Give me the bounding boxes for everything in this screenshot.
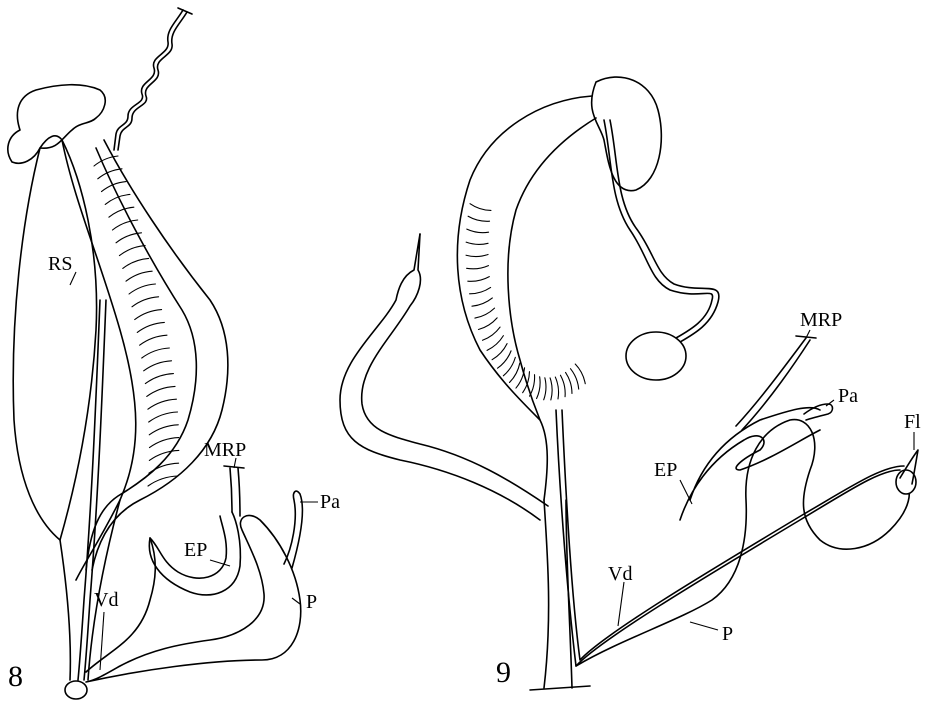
gland-fold [148,476,178,486]
fig8-retractor [230,468,240,516]
gland-fold [119,246,145,256]
gland-fold [503,357,515,375]
gland-fold [470,204,491,211]
fig8-label-ep: EP [184,539,207,561]
gland-fold [468,277,490,282]
fig8-vd-leader [100,612,104,670]
gland-fold [466,254,488,256]
gland-fold [145,374,173,384]
gland-fold [126,271,152,281]
fig8-appendix [284,491,302,568]
fig8-rs-inner [62,140,136,580]
fig8-spermoviduct-outer [92,140,228,570]
gland-fold [149,412,178,422]
fig9-bursa [626,332,686,380]
fig9-appendix [804,404,833,420]
gland-fold [144,361,172,371]
gland-fold [466,242,488,244]
fig9-vd-leader [618,582,624,626]
fig9-label-pa: Pa [838,385,858,407]
gland-fold [468,216,489,221]
fig8-label-rs: RS [48,253,72,275]
gland-fold [487,336,503,351]
fig9-left-duct [340,234,540,520]
gland-fold [148,399,177,409]
gland-fold [560,375,565,397]
gland-fold [94,156,118,166]
fig8-p-leader [292,598,300,604]
fig8-label-p: P [306,591,317,613]
figure-9-drawing: MRP Pa Fl EP Vd P 9 [340,77,921,690]
gland-fold [478,318,497,330]
gland-fold [98,169,122,179]
fig9-label-vd: Vd [608,563,632,585]
fig9-p-leader [690,622,718,630]
fig9-atrium-cut [530,686,590,690]
fig8-coiled-duct-inner [118,12,187,150]
gland-fold [149,450,179,460]
fig9-label-ep: EP [654,459,677,481]
gland-fold [470,287,491,293]
gland-fold [129,284,155,294]
fig9-label-fl: Fl [904,411,921,433]
figure-8-drawing: RS MRP Pa EP Vd P 8 [8,8,340,699]
fig9-left-duct-inner [362,234,548,506]
gland-fold [472,298,492,306]
gland-fold [467,266,489,269]
fig8-label-vd: Vd [94,589,118,611]
gland-fold [483,327,501,340]
gland-fold [149,425,178,435]
gland-fold [550,378,552,400]
gland-fold [135,310,162,320]
fig9-spermoviduct-outer [457,96,592,500]
fig9-penis [576,420,909,666]
gland-fold [544,378,546,400]
fig8-rs-body [13,136,96,540]
fig9-ep-leader [680,480,692,504]
gland-fold [123,258,149,268]
fig9-gland-folds [466,204,585,400]
fig8-label-mrp: MRP [204,439,246,461]
fig8-spermoviduct-inner [86,148,196,570]
gland-fold [132,297,159,307]
fig8-duct-cut [178,8,192,14]
fig9-number: 9 [496,656,511,689]
fig8-ep-leader [210,560,230,566]
fig8-atrium [65,681,87,699]
gland-fold [147,386,175,396]
fig8-number: 8 [8,660,23,693]
fig9-label-p: P [722,623,733,645]
gland-fold [537,377,541,399]
fig8-label-pa: Pa [320,491,340,513]
gland-fold [109,207,134,217]
gland-fold [475,308,495,318]
fig8-gland-folds [94,156,179,486]
gland-fold [555,377,558,399]
fig9-label-mrp: MRP [800,309,842,331]
gland-fold [137,322,164,332]
gland-fold [140,335,167,345]
gland-fold [566,372,572,393]
gland-fold [142,348,170,358]
gland-fold [467,229,489,233]
fig8-albumen-gland [8,85,105,164]
fig9-albumen-gland [592,77,662,191]
